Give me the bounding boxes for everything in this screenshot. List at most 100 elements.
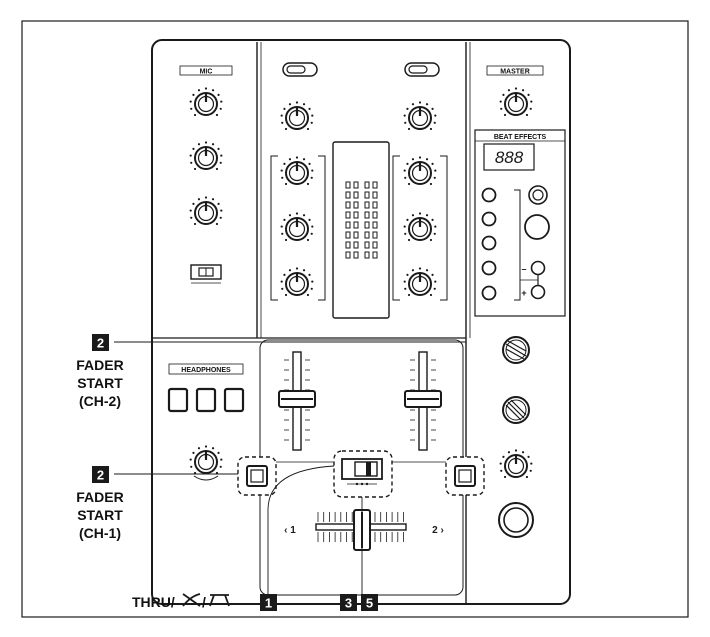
mic-knob-1[interactable] xyxy=(189,87,223,117)
headphone-level-knob[interactable] xyxy=(189,445,223,475)
level-led xyxy=(345,231,351,239)
effect-level-knob[interactable] xyxy=(499,449,533,479)
level-led xyxy=(372,221,378,229)
headphone-knob-arc xyxy=(193,475,219,481)
outer-frame xyxy=(21,20,689,618)
callout-fader-start-ch2: 2 FADER START (CH-2) xyxy=(76,334,124,409)
level-led xyxy=(353,211,359,219)
callout-badge-1-text: 1 xyxy=(265,596,272,611)
headphone-cue-button-2[interactable] xyxy=(195,387,217,413)
leader-curve-switch xyxy=(267,465,335,601)
callout-badge-2-top xyxy=(92,334,109,351)
headphones-label: HEADPHONES xyxy=(181,367,231,374)
level-led xyxy=(353,241,359,249)
minus-button[interactable] xyxy=(530,260,546,276)
level-meter-panel xyxy=(332,141,390,319)
level-led xyxy=(364,241,370,249)
level-led xyxy=(364,211,370,219)
level-led xyxy=(345,211,351,219)
trim-knob-1[interactable] xyxy=(502,336,530,364)
callout-ch1-line1: FADER xyxy=(76,489,123,505)
toggle-switch-ch1[interactable] xyxy=(282,62,318,77)
channel-faders xyxy=(278,351,442,451)
beat-display xyxy=(483,143,535,171)
curve-cross-icon xyxy=(182,593,201,607)
ch2-eq-hi-knob[interactable] xyxy=(403,156,437,186)
callout-badge-2-bottom xyxy=(92,466,109,483)
ch2-fader[interactable] xyxy=(404,351,442,451)
ch2-eq-low-knob[interactable] xyxy=(403,267,437,297)
level-led xyxy=(372,181,378,189)
level-led xyxy=(372,241,378,249)
level-led xyxy=(364,221,370,229)
ch1-eq-low-knob[interactable] xyxy=(280,267,314,297)
mic-knob-3[interactable] xyxy=(189,196,223,226)
crossfader-left-mark: ‹ 1 xyxy=(284,525,296,536)
headphone-cue-buttons xyxy=(167,387,245,413)
trim-knob-2[interactable] xyxy=(502,396,530,424)
level-led xyxy=(345,191,351,199)
beat-display-digits: 888 xyxy=(495,148,524,167)
mic-label-box xyxy=(179,65,233,76)
fader-start-ch1-button-inner xyxy=(250,469,264,483)
master-knob[interactable] xyxy=(499,87,533,117)
curve-selector-switch[interactable] xyxy=(341,458,383,486)
ch2-eq-mid-knob[interactable] xyxy=(403,212,437,242)
master-label-box xyxy=(486,65,544,76)
effect-select-button-5[interactable] xyxy=(481,285,497,301)
level-led xyxy=(372,231,378,239)
headphone-cue-button-3[interactable] xyxy=(223,387,245,413)
level-led xyxy=(353,221,359,229)
callout-fader-start-ch1: 2 FADER START (CH-1) xyxy=(76,466,124,541)
ch1-fader[interactable] xyxy=(278,351,316,451)
mic-switch[interactable] xyxy=(190,264,222,284)
ch2-trim-knob[interactable] xyxy=(403,101,437,131)
beat-effects-label: BEAT EFFECTS xyxy=(494,134,547,141)
eq-bracket-mid-right xyxy=(392,155,400,301)
level-led xyxy=(345,241,351,249)
callout-ch2-line3: (CH-2) xyxy=(79,393,121,409)
callout-badge-1 xyxy=(260,594,277,611)
master-label: MASTER xyxy=(500,69,530,76)
effect-select-button-4[interactable] xyxy=(481,260,497,276)
effect-bracket xyxy=(514,189,521,301)
callout-badge-5-text: 5 xyxy=(366,596,373,611)
toggle-switch-ch2[interactable] xyxy=(404,62,440,77)
plus-sign: + xyxy=(521,288,526,298)
level-led xyxy=(353,181,359,189)
minus-sign: – xyxy=(521,264,526,274)
level-led xyxy=(372,191,378,199)
level-led xyxy=(345,251,351,259)
mic-knob-2[interactable] xyxy=(189,141,223,171)
callout-badge-3-text: 3 xyxy=(345,596,352,611)
callout-ch1-line2: START xyxy=(77,507,123,523)
level-led xyxy=(372,211,378,219)
level-led xyxy=(364,181,370,189)
ch1-eq-mid-knob[interactable] xyxy=(280,212,314,242)
ch1-trim-knob[interactable] xyxy=(280,101,314,131)
ch1-eq-hi-knob[interactable] xyxy=(280,156,314,186)
effect-on-off-button[interactable] xyxy=(524,214,550,240)
effect-select-button-1[interactable] xyxy=(481,187,497,203)
eq-bracket-left xyxy=(270,155,278,301)
level-led xyxy=(364,191,370,199)
tap-button-inner xyxy=(532,189,544,201)
headphones-label-box xyxy=(168,363,244,375)
plus-button[interactable] xyxy=(530,284,546,300)
callout-badge-2-top-text: 2 xyxy=(97,336,104,351)
headphone-cue-button-1[interactable] xyxy=(167,387,189,413)
level-meter-leds xyxy=(345,181,378,259)
large-round-button[interactable] xyxy=(498,502,534,538)
level-led xyxy=(353,231,359,239)
level-led xyxy=(345,201,351,209)
level-led xyxy=(345,181,351,189)
effect-select-button-2[interactable] xyxy=(481,211,497,227)
level-led xyxy=(364,201,370,209)
level-led xyxy=(364,231,370,239)
effect-select-button-3[interactable] xyxy=(481,235,497,251)
mic-label: MIC xyxy=(200,69,213,76)
thru-slash: / xyxy=(202,594,206,610)
callout-ch1-line3: (CH-1) xyxy=(79,525,121,541)
eq-bracket-right xyxy=(440,155,448,301)
